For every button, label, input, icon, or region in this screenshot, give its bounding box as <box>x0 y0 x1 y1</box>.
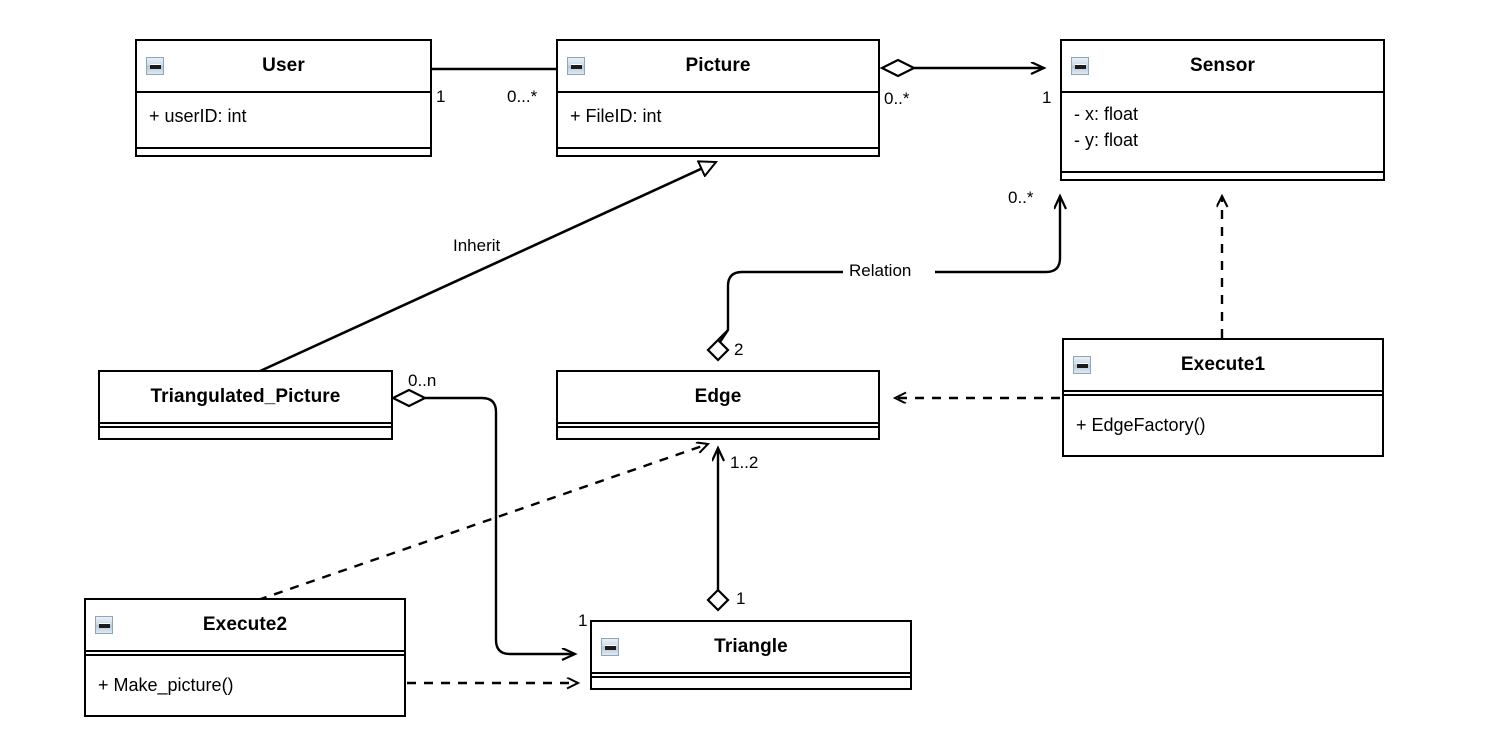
class-box-edge[interactable]: Edge <box>556 370 880 440</box>
operation-row: + EdgeFactory() <box>1076 415 1206 435</box>
class-attributes-edge <box>558 424 878 428</box>
collapse-minus-icon[interactable] <box>601 638 619 656</box>
class-attributes-execute2 <box>86 652 404 656</box>
multiplicity-triangle-top: 1 <box>736 589 746 608</box>
class-box-picture[interactable]: Picture + FileID: int <box>556 39 880 157</box>
class-attributes-triangulated-picture <box>100 424 391 428</box>
connector-triangulated-picture-inherit <box>257 162 716 374</box>
multiplicity-triangle-left: 1 <box>578 611 588 630</box>
attribute-row: - x: float <box>1074 104 1139 124</box>
edge-label-inherit: Inherit <box>450 236 504 256</box>
class-box-triangle[interactable]: Triangle <box>590 620 912 690</box>
class-header-picture: Picture <box>558 41 878 93</box>
edge-label-relation: Relation <box>846 261 915 281</box>
class-header-user: User <box>137 41 430 93</box>
class-attributes-user: + userID: int <box>137 93 430 149</box>
class-header-execute2: Execute2 <box>86 600 404 652</box>
connector-triangle-edge <box>706 448 730 612</box>
class-attributes-triangle <box>592 674 910 678</box>
class-name-picture: Picture <box>685 55 751 76</box>
attribute-row: - y: float <box>1074 130 1139 150</box>
class-operations-user <box>137 149 430 155</box>
class-name-triangle: Triangle <box>714 636 788 657</box>
multiplicity-sensor-many: 0..* <box>1008 188 1034 207</box>
multiplicity-user-side: 1 <box>436 87 446 106</box>
class-operations-triangulated-picture <box>100 428 391 434</box>
class-name-execute2: Execute2 <box>202 614 288 635</box>
multiplicity-picture-side: 0...* <box>507 87 538 106</box>
attribute-row: + FileID: int <box>570 106 662 126</box>
collapse-minus-icon[interactable] <box>1073 356 1091 374</box>
class-name-user: User <box>262 55 305 76</box>
class-operations-sensor <box>1062 173 1383 179</box>
class-operations-edge <box>558 428 878 434</box>
class-header-execute1: Execute1 <box>1064 340 1382 392</box>
class-name-execute1: Execute1 <box>1180 354 1266 375</box>
class-name-sensor: Sensor <box>1189 55 1255 76</box>
class-header-sensor: Sensor <box>1062 41 1383 93</box>
collapse-minus-icon[interactable] <box>95 616 113 634</box>
attribute-row: + userID: int <box>149 106 247 126</box>
multiplicity-picture-sensor-source: 0..* <box>884 89 910 108</box>
multiplicity-triangulated-picture-zero-n: 0..n <box>408 371 437 390</box>
connector-execute2-edge <box>257 444 708 602</box>
multiplicity-sensor-one: 1 <box>1042 88 1052 107</box>
class-box-triangulated-picture[interactable]: Triangulated_Picture <box>98 370 393 440</box>
operation-row: + Make_picture() <box>98 675 234 695</box>
class-operations-execute2: + Make_picture() <box>86 656 404 706</box>
connector-triangulated-picture-triangle <box>390 388 575 654</box>
class-operations-triangle <box>592 678 910 684</box>
class-operations-picture <box>558 149 878 155</box>
class-attributes-execute1 <box>1064 392 1382 396</box>
collapse-minus-icon[interactable] <box>1071 57 1089 75</box>
multiplicity-edge-one-two: 1..2 <box>730 453 759 472</box>
connector-picture-sensor <box>879 58 1044 78</box>
class-operations-execute1: + EdgeFactory() <box>1064 396 1382 446</box>
class-box-execute2[interactable]: Execute2 + Make_picture() <box>84 598 406 717</box>
class-name-edge: Edge <box>694 386 742 407</box>
class-attributes-picture: + FileID: int <box>558 93 878 149</box>
class-header-triangle: Triangle <box>592 622 910 674</box>
collapse-minus-icon[interactable] <box>567 57 585 75</box>
class-header-triangulated-picture: Triangulated_Picture <box>100 372 391 424</box>
class-header-edge: Edge <box>558 372 878 424</box>
class-box-execute1[interactable]: Execute1 + EdgeFactory() <box>1062 338 1384 457</box>
class-name-triangulated-picture: Triangulated_Picture <box>150 386 341 407</box>
multiplicity-edge-two: 2 <box>734 340 744 359</box>
collapse-minus-icon[interactable] <box>146 57 164 75</box>
class-box-user[interactable]: User + userID: int <box>135 39 432 157</box>
class-box-sensor[interactable]: Sensor - x: float - y: float <box>1060 39 1385 181</box>
class-attributes-sensor: - x: float - y: float <box>1062 93 1383 173</box>
